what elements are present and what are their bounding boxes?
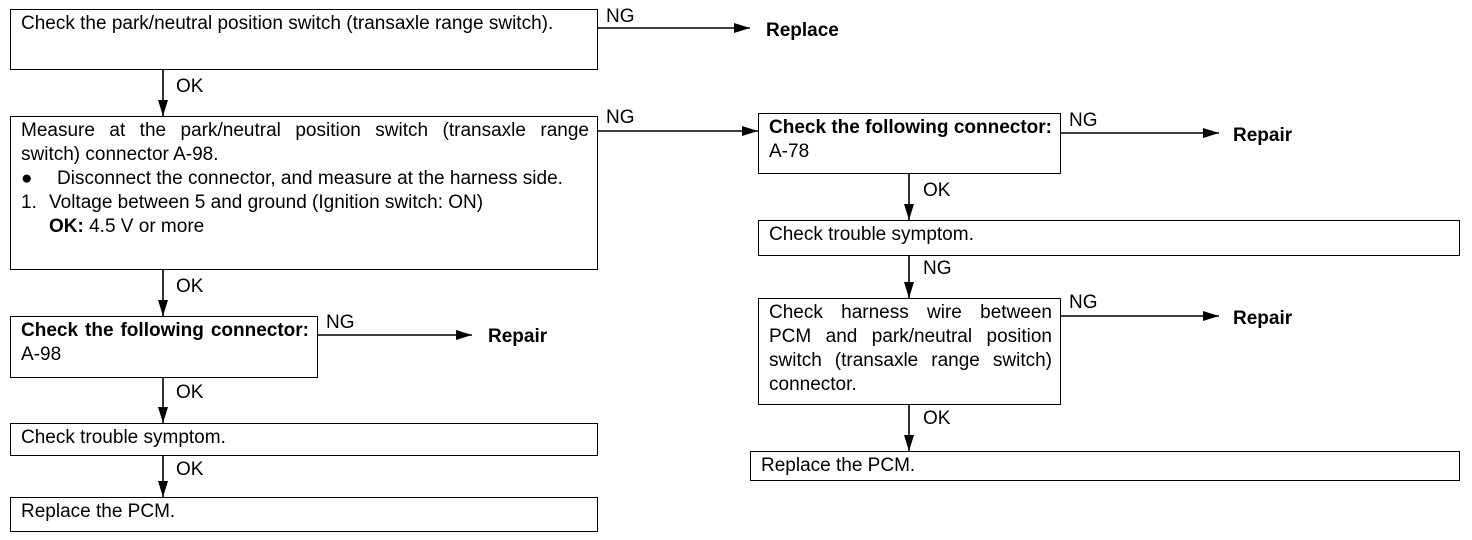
step-check-switch-box: Check the park/neutral position switch (… [10,9,598,70]
measure-bullet: ● Disconnect the connector, and measure … [21,167,589,191]
step-connector-a78-box: Check the following connector: A-78 [758,113,1061,174]
measure-item-number: 1. [21,192,37,213]
label-ok-3: OK [176,382,204,403]
connector-a78-heading: Check the following connector: [769,117,1052,138]
label-ng-replace: NG [606,6,635,27]
result-repair-2: Repair [1233,125,1293,146]
connector-a78-line: Check the following connector: A-78 [769,116,1052,164]
label-ng-repair-3: NG [1069,292,1098,313]
step-replace-pcm-text: Replace the PCM. [21,501,176,522]
measure-item: 1. Voltage between 5 and ground (Ignitio… [21,191,589,215]
measure-ok-value: 4.5 V or more [89,216,205,237]
step-harness-wire-box: Check harness wire between PCM and park/… [758,298,1061,405]
step-check-switch-text: Check the park/neutral position switch (… [21,13,554,34]
label-ok-1: OK [176,76,204,97]
result-repair-3: Repair [1233,308,1293,329]
label-ng-right: NG [606,107,635,128]
label-ng-repair-2: NG [1069,110,1098,131]
label-ng-repair-1: NG [326,312,355,333]
measure-ok-label: OK: [49,216,84,237]
measure-ok-line: OK: 4.5 V or more [21,215,589,239]
step-harness-wire-text: Check harness wire between PCM and park/… [769,302,1052,395]
measure-item-text: Voltage between 5 and ground (Ignition s… [49,192,484,213]
label-ng-6: NG [923,258,952,279]
measure-bullet-text: Disconnect the connector, and measure at… [57,168,563,189]
bullet-icon: ● [21,168,33,189]
label-ok-7: OK [923,408,951,429]
label-ok-2: OK [176,276,204,297]
right-trouble-symptom-text: Check trouble symptom. [769,224,974,245]
right-replace-pcm-box: Replace the PCM. [750,451,1460,481]
step-measure-intro: Measure at the park/neutral position swi… [21,120,589,165]
label-ok-5: OK [923,180,951,201]
connector-a98-value: A-98 [21,344,62,365]
connector-a98-heading: Check the following connector: [21,320,309,341]
connector-a98-line: Check the following connector: A-98 [21,319,309,367]
result-repair-1: Repair [488,326,548,347]
step-connector-a98-box: Check the following connector: A-98 [10,316,318,378]
step-trouble-symptom-box: Check trouble symptom. [10,423,598,456]
right-trouble-symptom-box: Check trouble symptom. [758,220,1460,256]
step-trouble-symptom-text: Check trouble symptom. [21,427,226,448]
result-replace: Replace [766,20,839,41]
right-replace-pcm-text: Replace the PCM. [761,455,916,476]
step-measure-box: Measure at the park/neutral position swi… [10,116,598,270]
connector-a78-value: A-78 [769,141,810,162]
label-ok-4: OK [176,459,204,480]
step-replace-pcm-box: Replace the PCM. [10,497,598,532]
